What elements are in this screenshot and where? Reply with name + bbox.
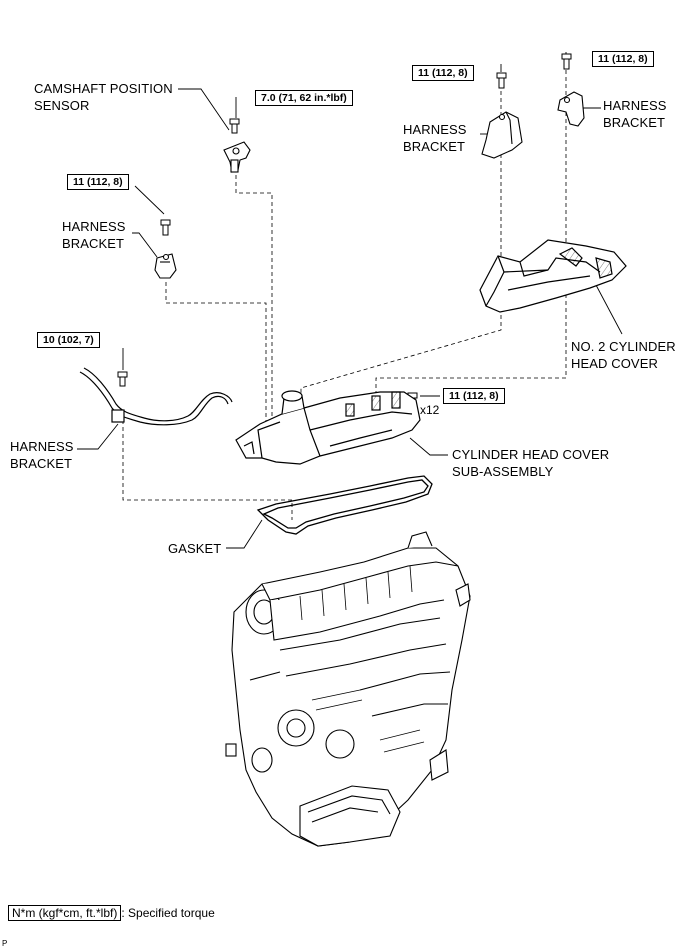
harness-pipe-icon	[79, 367, 233, 426]
harness-bracket-top-right-label-line1: HARNESS	[603, 98, 667, 113]
bolt-icons	[117, 53, 572, 408]
lower-left-bracket-torque-callout: 10 (102, 7)	[37, 332, 100, 348]
harness-bracket-top-right-icon	[557, 91, 585, 127]
harness-bracket-top-center-label-line2: BRACKET	[403, 139, 466, 154]
harness-bracket-top-right-label-line2: BRACKET	[603, 115, 666, 130]
assembly-dashed-lines	[122, 70, 567, 520]
lower-left-bracket-bolt-icon	[117, 371, 128, 387]
harness-bracket-top-center-label-line1: HARNESS	[403, 122, 467, 137]
head-cover-bolts-torque-callout: 11 (112, 8)	[443, 388, 505, 404]
cylinder-head-cover-icon	[235, 390, 421, 465]
page-code: P	[2, 939, 8, 948]
camshaft-position-sensor-label: CAMSHAFT POSITION SENSOR	[34, 80, 173, 114]
top-center-bracket-torque-callout: 11 (112, 8)	[412, 65, 474, 81]
top-center-bracket-bolt-icon	[496, 72, 507, 89]
left-bracket-torque-callout: 11 (112, 8)	[67, 174, 129, 190]
camshaft-position-sensor-icon	[223, 141, 251, 173]
harness-bracket-left-icon	[154, 253, 177, 279]
harness-bracket-lower-left-label: HARNESS BRACKET	[10, 438, 74, 472]
engine-assembly-icon	[225, 531, 471, 847]
harness-bracket-lower-left-label-line1: HARNESS	[10, 439, 74, 454]
cylinder-head-cover-label-line1: CYLINDER HEAD COVER	[452, 447, 610, 462]
top-right-bracket-bolt-icon	[561, 53, 572, 70]
no2-cylinder-head-cover-icon	[479, 239, 627, 313]
harness-bracket-top-center-icon	[481, 111, 523, 159]
camshaft-sensor-bolt-icon	[229, 118, 240, 134]
gasket-icon	[256, 475, 433, 535]
torque-legend: N*m (kgf*cm, ft.*lbf): Specified torque	[8, 905, 215, 921]
camshaft-sensor-torque-callout: 7.0 (71, 62 in.*lbf)	[255, 90, 353, 106]
camshaft-position-sensor-label-line1: CAMSHAFT POSITION	[34, 81, 173, 96]
harness-bracket-left-label-line2: BRACKET	[62, 236, 125, 251]
harness-bracket-top-right-label: HARNESS BRACKET	[603, 97, 667, 131]
head-cover-bolt-count: x12	[420, 403, 440, 417]
cylinder-head-cover-sub-assembly-label: CYLINDER HEAD COVER SUB-ASSEMBLY	[452, 446, 609, 480]
harness-bracket-left-label-line1: HARNESS	[62, 219, 126, 234]
no2-cylinder-head-cover-label: NO. 2 CYLINDER HEAD COVER	[571, 338, 676, 372]
harness-bracket-top-center-label: HARNESS BRACKET	[403, 121, 467, 155]
torque-legend-unit-box: N*m (kgf*cm, ft.*lbf)	[8, 905, 122, 921]
gasket-label: GASKET	[168, 541, 222, 556]
no2-cylinder-head-cover-label-line2: HEAD COVER	[571, 356, 658, 371]
harness-bracket-lower-left-label-line2: BRACKET	[10, 456, 73, 471]
cylinder-head-cover-label-line2: SUB-ASSEMBLY	[452, 464, 554, 479]
torque-legend-description: : Specified torque	[121, 906, 215, 920]
left-bracket-bolt-icon	[160, 219, 171, 236]
top-right-bracket-torque-callout: 11 (112, 8)	[592, 51, 654, 67]
camshaft-position-sensor-label-line2: SENSOR	[34, 98, 90, 113]
leader-lines	[77, 52, 623, 549]
harness-bracket-left-label: HARNESS BRACKET	[62, 218, 126, 252]
no2-cylinder-head-cover-label-line1: NO. 2 CYLINDER	[571, 339, 676, 354]
